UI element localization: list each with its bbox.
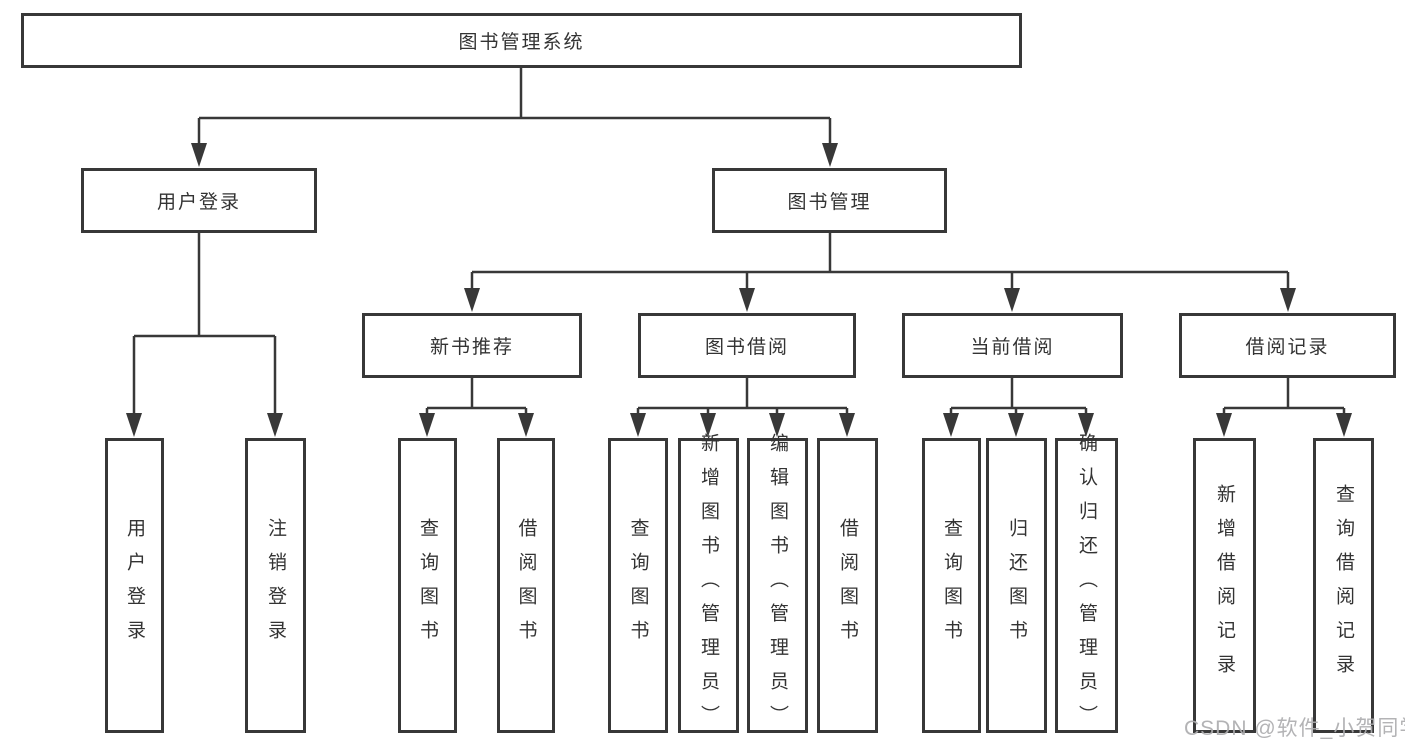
arrowhead bbox=[1078, 413, 1094, 437]
arrowhead bbox=[1004, 288, 1020, 312]
leaf-query-books-current-label: 查询图书 bbox=[941, 517, 962, 654]
node-book-management-label: 图书管理 bbox=[787, 192, 872, 213]
leaf-query-borrow-record-label: 查询借阅记录 bbox=[1333, 483, 1354, 688]
node-borrow-records-label: 借阅记录 bbox=[1245, 337, 1330, 358]
leaf-return-books-label: 归还图书 bbox=[1006, 517, 1027, 654]
arrowhead bbox=[822, 143, 838, 167]
node-root: 图书管理系统 bbox=[21, 13, 1022, 68]
leaf-borrow-books: 借阅图书 bbox=[817, 438, 878, 733]
watermark: CSDN @软件_小贺同学 bbox=[1184, 717, 1405, 740]
leaf-return-books: 归还图书 bbox=[986, 438, 1047, 733]
node-root-label: 图书管理系统 bbox=[458, 32, 585, 53]
node-borrow-records: 借阅记录 bbox=[1179, 313, 1396, 378]
arrowhead bbox=[1336, 413, 1352, 437]
leaf-confirm-return-admin-label: 确认归还（管理员） bbox=[1076, 432, 1097, 739]
leaf-user-login: 用户登录 bbox=[105, 438, 164, 733]
leaf-edit-book-admin-label: 编辑图书（管理员） bbox=[767, 432, 788, 739]
node-new-book-recommend-label: 新书推荐 bbox=[429, 337, 514, 358]
leaf-query-books-current: 查询图书 bbox=[922, 438, 981, 733]
leaf-logout-label: 注销登录 bbox=[265, 517, 286, 654]
leaf-query-borrow-record: 查询借阅记录 bbox=[1313, 438, 1374, 733]
node-user-login-label: 用户登录 bbox=[156, 192, 241, 213]
leaf-add-borrow-record: 新增借阅记录 bbox=[1193, 438, 1256, 733]
arrowhead bbox=[1216, 413, 1232, 437]
arrowhead bbox=[630, 413, 646, 437]
node-current-borrow: 当前借阅 bbox=[902, 313, 1123, 378]
node-user-login: 用户登录 bbox=[81, 168, 317, 233]
leaf-add-borrow-record-label: 新增借阅记录 bbox=[1214, 483, 1235, 688]
node-book-management: 图书管理 bbox=[712, 168, 947, 233]
leaf-logout: 注销登录 bbox=[245, 438, 306, 733]
leaf-borrow-books-label: 借阅图书 bbox=[837, 517, 858, 654]
arrowhead bbox=[943, 413, 959, 437]
node-current-borrow-label: 当前借阅 bbox=[970, 337, 1055, 358]
leaf-query-books-recommend: 查询图书 bbox=[398, 438, 457, 733]
arrowhead bbox=[739, 288, 755, 312]
arrowhead bbox=[1280, 288, 1296, 312]
arrowhead bbox=[126, 413, 142, 437]
arrowhead bbox=[769, 413, 785, 437]
leaf-confirm-return-admin: 确认归还（管理员） bbox=[1055, 433, 1118, 739]
leaf-add-book-admin-label: 新增图书（管理员） bbox=[698, 432, 719, 739]
node-book-borrow-label: 图书借阅 bbox=[704, 337, 789, 358]
arrowhead bbox=[191, 143, 207, 167]
arrowhead bbox=[839, 413, 855, 437]
node-book-borrow: 图书借阅 bbox=[638, 313, 856, 378]
leaf-user-login-label: 用户登录 bbox=[124, 517, 145, 654]
arrowhead bbox=[1008, 413, 1024, 437]
leaf-borrow-books-recommend-label: 借阅图书 bbox=[515, 517, 537, 654]
leaf-add-book-admin: 新增图书（管理员） bbox=[678, 433, 739, 739]
leaf-borrow-books-recommend: 借阅图书 bbox=[497, 438, 555, 733]
leaf-query-books-borrow: 查询图书 bbox=[608, 438, 668, 733]
arrowhead bbox=[700, 413, 716, 437]
leaf-edit-book-admin: 编辑图书（管理员） bbox=[747, 433, 808, 739]
arrowhead bbox=[267, 413, 283, 437]
leaf-query-books-recommend-label: 查询图书 bbox=[417, 517, 438, 654]
arrowhead bbox=[518, 413, 534, 437]
arrowhead bbox=[464, 288, 480, 312]
leaf-query-books-borrow-label: 查询图书 bbox=[627, 517, 649, 654]
arrowhead bbox=[419, 413, 435, 437]
node-new-book-recommend: 新书推荐 bbox=[362, 313, 582, 378]
